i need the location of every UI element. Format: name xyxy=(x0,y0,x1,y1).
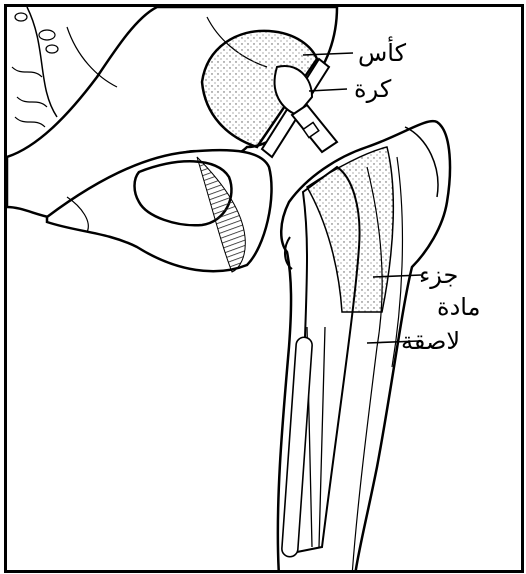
hip-implant-illustration xyxy=(7,7,524,573)
label-component-line3: لاصقة xyxy=(401,327,460,355)
label-component-line1: جزء xyxy=(419,261,458,289)
diagram-frame: كأس كرة جزء مادة لاصقة xyxy=(4,4,524,573)
label-cup: كأس xyxy=(358,39,406,67)
label-component-line2: مادة xyxy=(437,293,480,321)
label-ball: كرة xyxy=(354,75,391,103)
